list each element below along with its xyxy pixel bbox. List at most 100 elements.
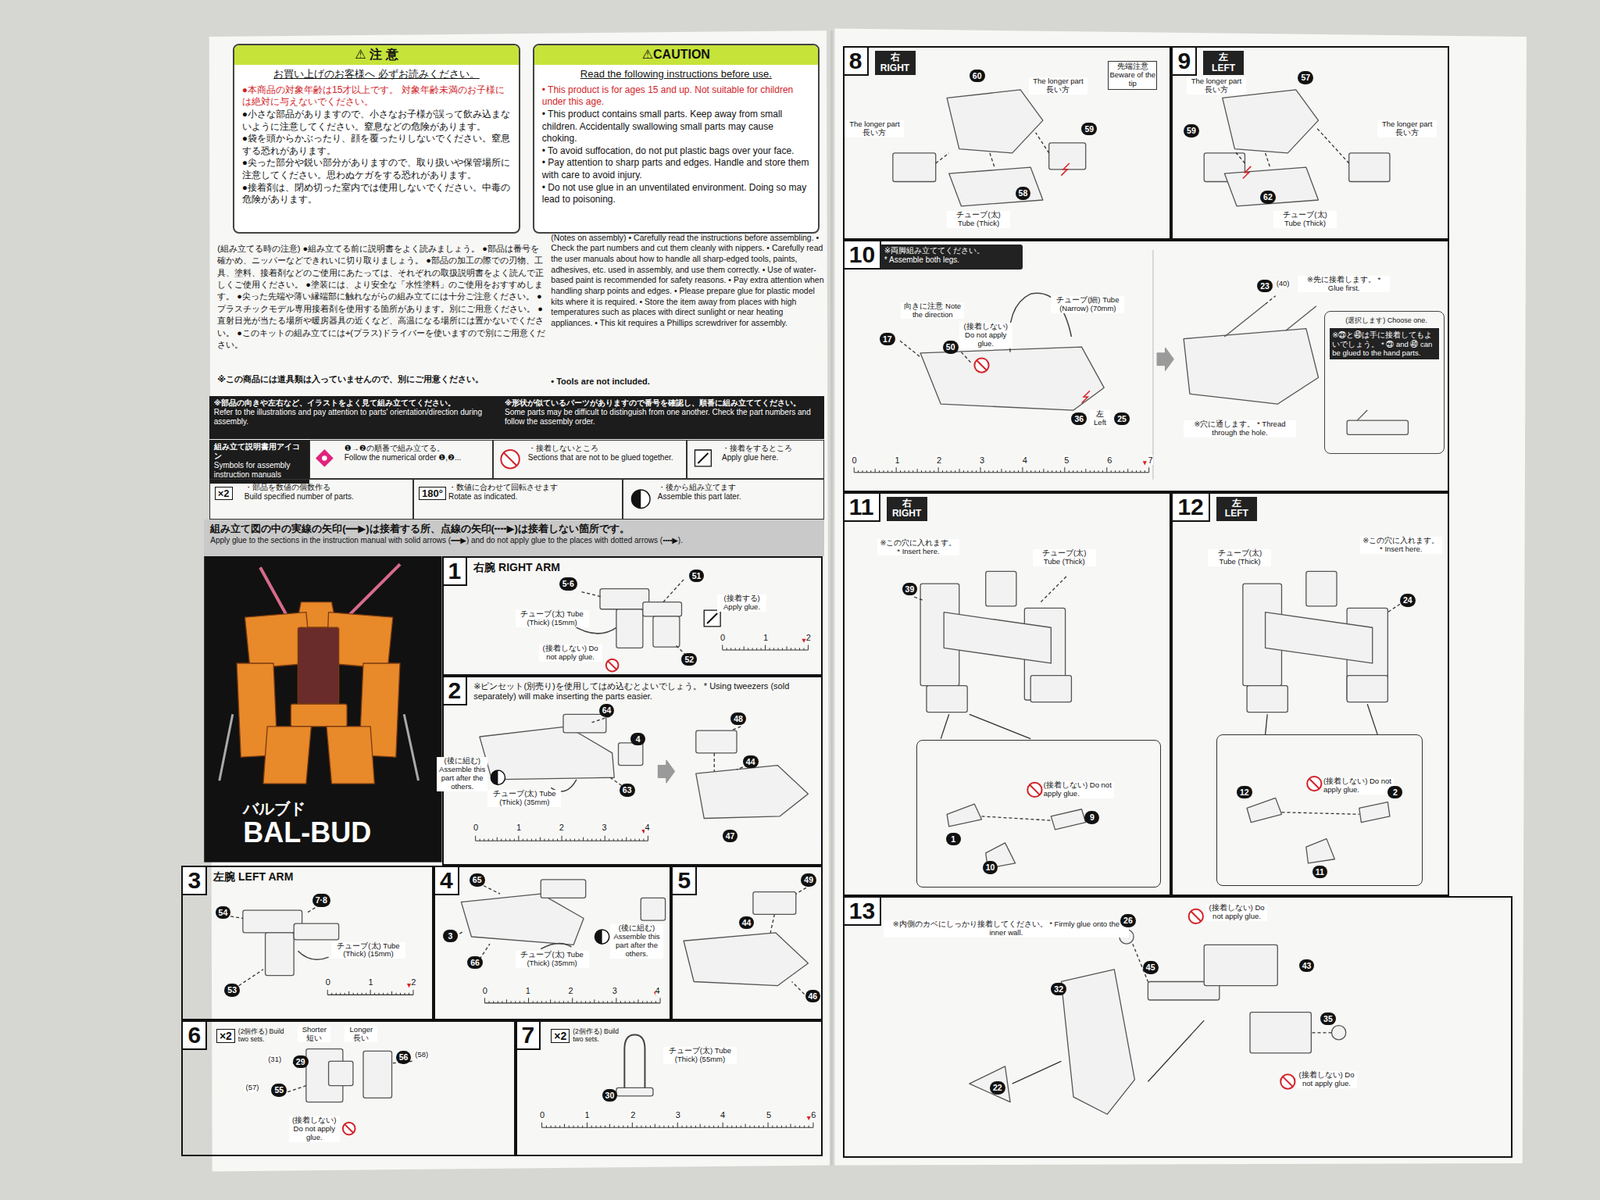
scale-tick bbox=[942, 470, 943, 473]
scale-tick bbox=[946, 470, 947, 473]
step-number: 4 bbox=[435, 867, 460, 896]
scale-tick bbox=[1030, 470, 1032, 473]
part-drawing bbox=[946, 89, 1043, 154]
scale-tick bbox=[1127, 468, 1129, 473]
scale-tick bbox=[769, 647, 771, 650]
scale-tick bbox=[1064, 467, 1065, 473]
scale-tick bbox=[613, 839, 615, 842]
scale-tick bbox=[514, 839, 515, 842]
no-glue-icon bbox=[1189, 909, 1204, 924]
annotation: ※この穴に入れます。 * Insert here. bbox=[877, 539, 959, 557]
annotation: (40) bbox=[1275, 279, 1291, 289]
notice-banner: ※部品の向きや左右など、イラストをよく見て組み立ててください。Refer to … bbox=[209, 396, 500, 440]
part-drawing bbox=[943, 612, 1051, 664]
product-panel: バルブドBAL-BUD bbox=[203, 556, 442, 863]
node-text: Rotate as indicated. bbox=[448, 492, 619, 503]
scale-tick bbox=[492, 839, 493, 842]
scale-tick bbox=[1148, 467, 1150, 473]
annotation: (58) bbox=[414, 1050, 429, 1060]
antenna bbox=[346, 564, 400, 618]
scale-tick bbox=[722, 1122, 724, 1129]
annotation: (接着しない) Do not apply glue. bbox=[1206, 903, 1268, 922]
scale-tick bbox=[753, 1125, 755, 1129]
node-text: ●尖った部分や鋭い部分がありますので、取り扱いや保管場所に注意してください。思わ… bbox=[242, 157, 511, 182]
scale-number: 1 bbox=[584, 1110, 590, 1120]
scale-tick bbox=[523, 1000, 525, 1004]
scale-tick bbox=[589, 1000, 591, 1004]
annotation: チューブ(太) Tube (Thick) (35mm) bbox=[487, 789, 561, 808]
scale-tick bbox=[598, 1000, 600, 1004]
scale-tick bbox=[1000, 468, 1002, 473]
annotation: (後に組む) Assemble this part after the othe… bbox=[610, 924, 664, 959]
scale-number: 0 bbox=[539, 1110, 545, 1120]
node-text: ●接着剤は、閉め切った室内では使用しないでください。中毒の危険があります。 bbox=[242, 182, 511, 207]
scale-tick bbox=[1093, 470, 1095, 473]
dotted-arrow-line bbox=[1040, 576, 1067, 603]
annotation: The longer part 長い方 bbox=[1186, 77, 1247, 95]
scale-tick bbox=[621, 839, 623, 842]
scale-tick bbox=[568, 1125, 570, 1129]
part-drawing bbox=[926, 685, 968, 713]
part-drawing bbox=[460, 893, 584, 945]
scale-tick bbox=[1102, 470, 1104, 473]
scale-number: 1 bbox=[525, 985, 531, 996]
callout-number: 3 bbox=[442, 929, 458, 943]
part-drawing bbox=[616, 1087, 654, 1096]
scale-tick bbox=[642, 1000, 643, 1004]
scale-tick bbox=[570, 839, 572, 842]
annotation: The longer part 長い方 bbox=[1377, 120, 1437, 138]
icon-cell: ・接着しないところSections that are not to be glu… bbox=[492, 439, 687, 479]
no-glue-icon bbox=[1190, 910, 1201, 922]
scale-tick bbox=[543, 839, 545, 842]
scale-tick bbox=[609, 1124, 611, 1129]
callout-number: 35 bbox=[1320, 1012, 1336, 1026]
scale-tick bbox=[1021, 467, 1023, 473]
scale-tick bbox=[564, 1124, 565, 1129]
guide-line bbox=[969, 714, 1031, 739]
scale-tick bbox=[559, 1125, 561, 1129]
callout-number: 52 bbox=[681, 653, 697, 667]
annotation: The longer part 長い方 bbox=[844, 120, 904, 138]
scale-tick bbox=[726, 647, 728, 650]
scale-tick bbox=[484, 997, 486, 1004]
callout-number: 65 bbox=[469, 873, 486, 887]
annotation: Longer 長い bbox=[344, 1025, 378, 1043]
node-text: • To avoid suffocation, do not put plast… bbox=[542, 145, 811, 158]
scale-number: 2 bbox=[806, 632, 811, 643]
count-tag: ×2(2個作る) Build two sets. bbox=[216, 1023, 290, 1048]
annotation: チューブ(太) Tube (Thick) bbox=[1032, 549, 1097, 567]
scale-number: 6 bbox=[1107, 455, 1112, 465]
scale-tick bbox=[577, 1125, 579, 1129]
part-drawing bbox=[753, 892, 797, 915]
dotted-arrow-line bbox=[796, 887, 807, 894]
node-text: ×2 bbox=[216, 1028, 236, 1043]
dotted-arrow-line bbox=[981, 816, 1051, 821]
icon-cell: ×2・部品を数値の個数作るBuild specified number of p… bbox=[209, 478, 414, 520]
scale-tick bbox=[348, 991, 350, 996]
scale-tick bbox=[1123, 470, 1125, 473]
scale-number: 4 bbox=[720, 1110, 725, 1120]
scale-tick bbox=[853, 467, 855, 473]
annotation: (接着しない) Do not apply glue. bbox=[959, 322, 1013, 349]
scale-tick bbox=[522, 839, 524, 842]
tube-drawing bbox=[624, 1034, 645, 1090]
node-text: ※形状が似ているパーツがありますので番号を確認し、順番に組み立ててください。 bbox=[504, 398, 820, 408]
node-text: ※㉓と㊵は手に接着してもよいでしょう。 * ㉓ and ㊵ can be glu… bbox=[1329, 328, 1440, 360]
tube-drawing bbox=[297, 950, 329, 960]
scale-tick bbox=[642, 839, 644, 842]
scale-tick bbox=[632, 1122, 633, 1129]
part-drawing bbox=[1183, 328, 1318, 405]
scale-tick bbox=[404, 992, 406, 996]
scale-tick bbox=[596, 1125, 597, 1129]
scale-tick bbox=[717, 1125, 719, 1129]
scale-tick bbox=[557, 839, 558, 842]
scale-tick bbox=[574, 839, 575, 842]
scale-tick bbox=[950, 470, 952, 473]
scale-tick bbox=[690, 1125, 692, 1129]
annotation: 左 Left bbox=[1089, 410, 1111, 428]
later-icon bbox=[631, 489, 650, 509]
scale-tick bbox=[582, 1125, 583, 1129]
callout-number: 48 bbox=[730, 712, 747, 726]
dotted-arrow-line bbox=[663, 579, 684, 603]
scale-tick bbox=[488, 839, 490, 842]
